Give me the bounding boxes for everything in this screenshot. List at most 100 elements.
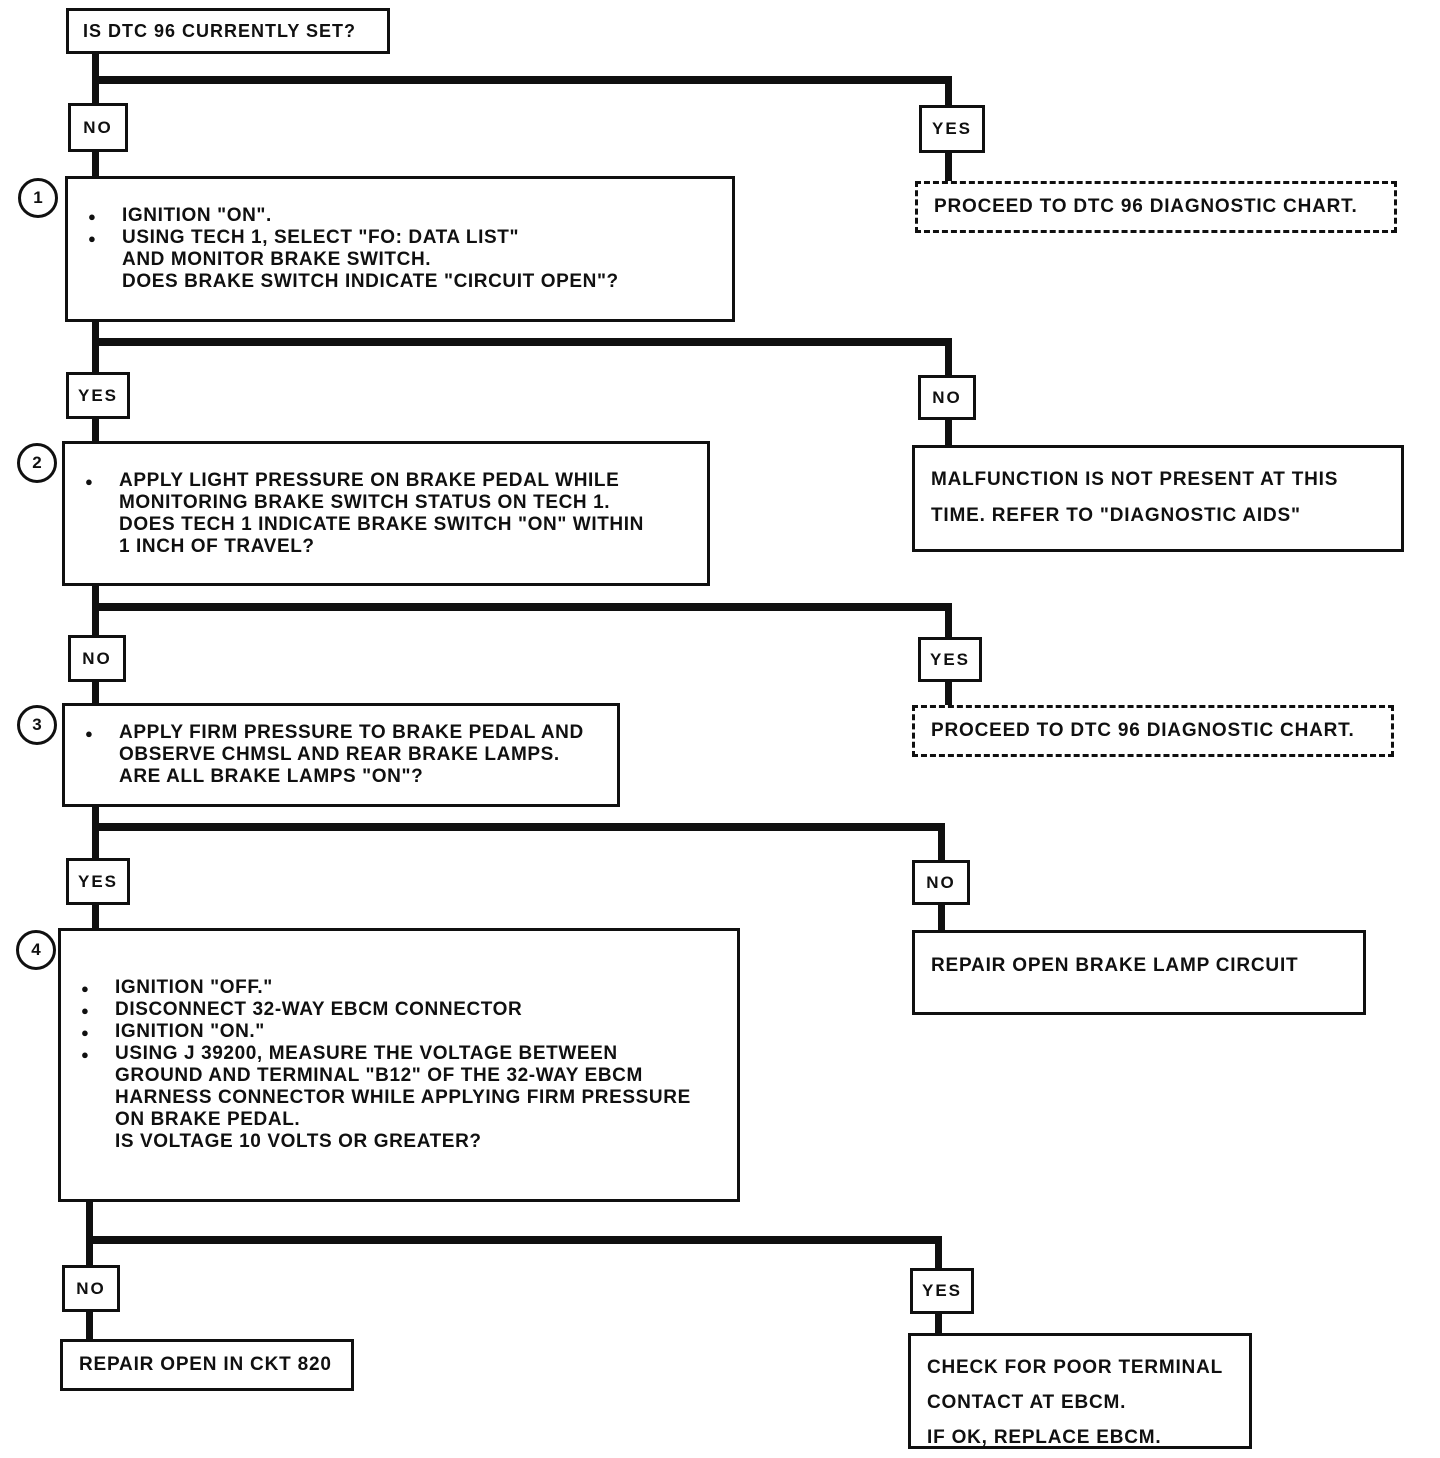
- result-text-line: CONTACT AT EBCM.: [927, 1392, 1127, 1413]
- bullet-icon: [81, 1003, 115, 1018]
- step-text-line: HARNESS CONNECTOR WHILE APPLYING FIRM PR…: [115, 1087, 691, 1108]
- step-text-line: IS VOLTAGE 10 VOLTS OR GREATER?: [115, 1131, 482, 1152]
- connector-line: [92, 611, 99, 636]
- result-repair-brake-lamp-circuit: REPAIR OPEN BRAKE LAMP CIRCUIT: [912, 930, 1366, 1015]
- connector-line: [945, 84, 952, 107]
- connector-line: [92, 585, 99, 611]
- branch-label: NO: [932, 387, 962, 407]
- connector-line: [86, 1311, 93, 1339]
- branch-yes-3: YES: [918, 637, 982, 682]
- connector-line: [945, 152, 952, 182]
- step-text-line: MONITORING BRAKE SWITCH STATUS ON TECH 1…: [119, 491, 611, 513]
- bullet-icon: [85, 474, 119, 489]
- step-number: 1: [33, 188, 43, 207]
- connector-line: [92, 76, 952, 84]
- result-text-line: IF OK, REPLACE EBCM.: [927, 1427, 1162, 1448]
- step-text-line: 1 INCH OF TRAVEL?: [119, 535, 315, 557]
- branch-no-5: NO: [62, 1265, 120, 1312]
- branch-label: YES: [931, 119, 973, 138]
- step-4-action-box: IGNITION "OFF." DISCONNECT 32-WAY EBCM C…: [58, 928, 740, 1202]
- bullet-icon: [88, 231, 122, 246]
- connector-line: [92, 338, 952, 346]
- result-text-line: MALFUNCTION IS NOT PRESENT AT THIS: [931, 469, 1339, 490]
- start-question-label: IS DTC 96 CURRENTLY SET?: [83, 20, 357, 41]
- step-2-number-badge: 2: [17, 443, 57, 483]
- branch-no-1: NO: [68, 103, 128, 152]
- step-number: 4: [31, 940, 41, 959]
- step-text-line: DOES BRAKE SWITCH INDICATE "CIRCUIT OPEN…: [122, 271, 619, 292]
- branch-yes-1: YES: [919, 105, 985, 153]
- step-number: 3: [32, 715, 42, 734]
- connector-line: [938, 904, 945, 931]
- branch-label: NO: [83, 117, 113, 137]
- connector-line: [92, 151, 99, 179]
- step-text-line: GROUND AND TERMINAL "B12" OF THE 32-WAY …: [115, 1065, 643, 1086]
- connector-line: [945, 611, 952, 638]
- connector-line: [92, 904, 99, 929]
- step-text-line: IGNITION "OFF.": [115, 977, 273, 998]
- connector-line: [92, 346, 99, 373]
- result-malfunction-not-present: MALFUNCTION IS NOT PRESENT AT THIS TIME.…: [912, 445, 1404, 552]
- bullet-icon: [81, 1025, 115, 1040]
- bullet-icon: [88, 209, 122, 224]
- step-text-line: DISCONNECT 32-WAY EBCM CONNECTOR: [115, 999, 523, 1020]
- result-text-line: REPAIR OPEN IN CKT 820: [79, 1354, 332, 1375]
- branch-yes-4: YES: [66, 858, 130, 905]
- step-text-line: ON BRAKE PEDAL.: [115, 1109, 301, 1130]
- step-text-line: APPLY FIRM PRESSURE TO BRAKE PEDAL AND: [119, 722, 584, 743]
- step-text-line: USING TECH 1, SELECT "FO: DATA LIST": [122, 227, 520, 248]
- branch-label: YES: [921, 1281, 963, 1300]
- result-text-line: REPAIR OPEN BRAKE LAMP CIRCUIT: [931, 955, 1299, 976]
- connector-line: [92, 603, 952, 611]
- step-3-number-badge: 3: [17, 705, 57, 745]
- branch-label: YES: [77, 871, 119, 891]
- step-text-line: APPLY LIGHT PRESSURE ON BRAKE PEDAL WHIL…: [119, 469, 620, 491]
- connector-line: [945, 419, 952, 446]
- branch-label: NO: [76, 1278, 106, 1298]
- connector-line: [938, 831, 945, 861]
- step-text-line: DOES TECH 1 INDICATE BRAKE SWITCH "ON" W…: [119, 513, 644, 535]
- bullet-icon: [85, 726, 119, 741]
- branch-label: YES: [929, 649, 971, 669]
- step-number: 2: [32, 453, 42, 472]
- step-text-line: OBSERVE CHMSL AND REAR BRAKE LAMPS.: [119, 744, 560, 765]
- branch-label: NO: [926, 872, 956, 892]
- result-text-line: CHECK FOR POOR TERMINAL: [927, 1357, 1224, 1378]
- step-1-number-badge: 1: [18, 178, 58, 218]
- step-text-line: AND MONITOR BRAKE SWITCH.: [122, 249, 432, 270]
- step-text-line: IGNITION "ON.": [115, 1021, 265, 1042]
- connector-line: [945, 681, 952, 706]
- step-text-line: ARE ALL BRAKE LAMPS "ON"?: [119, 766, 424, 787]
- connector-line: [935, 1244, 942, 1269]
- branch-label: YES: [77, 385, 119, 405]
- connector-line: [92, 321, 99, 346]
- step-1-action-box: IGNITION "ON". USING TECH 1, SELECT "FO:…: [65, 176, 735, 322]
- connector-line: [86, 1236, 942, 1244]
- connector-line: [92, 418, 99, 444]
- step-text-line: USING J 39200, MEASURE THE VOLTAGE BETWE…: [115, 1043, 618, 1064]
- branch-no-2: NO: [918, 375, 976, 420]
- result-proceed-dtc96-1: PROCEED TO DTC 96 DIAGNOSTIC CHART.: [915, 181, 1397, 233]
- step-text-line: IGNITION "ON".: [122, 205, 272, 226]
- connector-line: [92, 823, 945, 831]
- start-question-box: IS DTC 96 CURRENTLY SET?: [66, 8, 390, 54]
- result-text-line: PROCEED TO DTC 96 DIAGNOSTIC CHART.: [934, 196, 1358, 217]
- connector-line: [935, 1313, 942, 1333]
- connector-line: [86, 1244, 93, 1266]
- result-text-line: TIME. REFER TO "DIAGNOSTIC AIDS": [931, 505, 1301, 526]
- connector-line: [92, 805, 99, 831]
- branch-no-4: NO: [912, 860, 970, 905]
- result-proceed-dtc96-2: PROCEED TO DTC 96 DIAGNOSTIC CHART.: [912, 705, 1394, 757]
- connector-line: [92, 831, 99, 859]
- result-check-terminal-ebcm: CHECK FOR POOR TERMINAL CONTACT AT EBCM.…: [908, 1333, 1252, 1449]
- branch-no-3: NO: [68, 635, 126, 682]
- connector-line: [86, 1199, 93, 1244]
- result-text-line: PROCEED TO DTC 96 DIAGNOSTIC CHART.: [931, 720, 1355, 741]
- branch-yes-2: YES: [66, 372, 130, 419]
- step-3-action-box: APPLY FIRM PRESSURE TO BRAKE PEDAL AND O…: [62, 703, 620, 807]
- step-4-number-badge: 4: [16, 930, 56, 970]
- step-2-action-box: APPLY LIGHT PRESSURE ON BRAKE PEDAL WHIL…: [62, 441, 710, 586]
- branch-label: NO: [82, 648, 112, 668]
- result-repair-open-ckt-820: REPAIR OPEN IN CKT 820: [60, 1339, 354, 1391]
